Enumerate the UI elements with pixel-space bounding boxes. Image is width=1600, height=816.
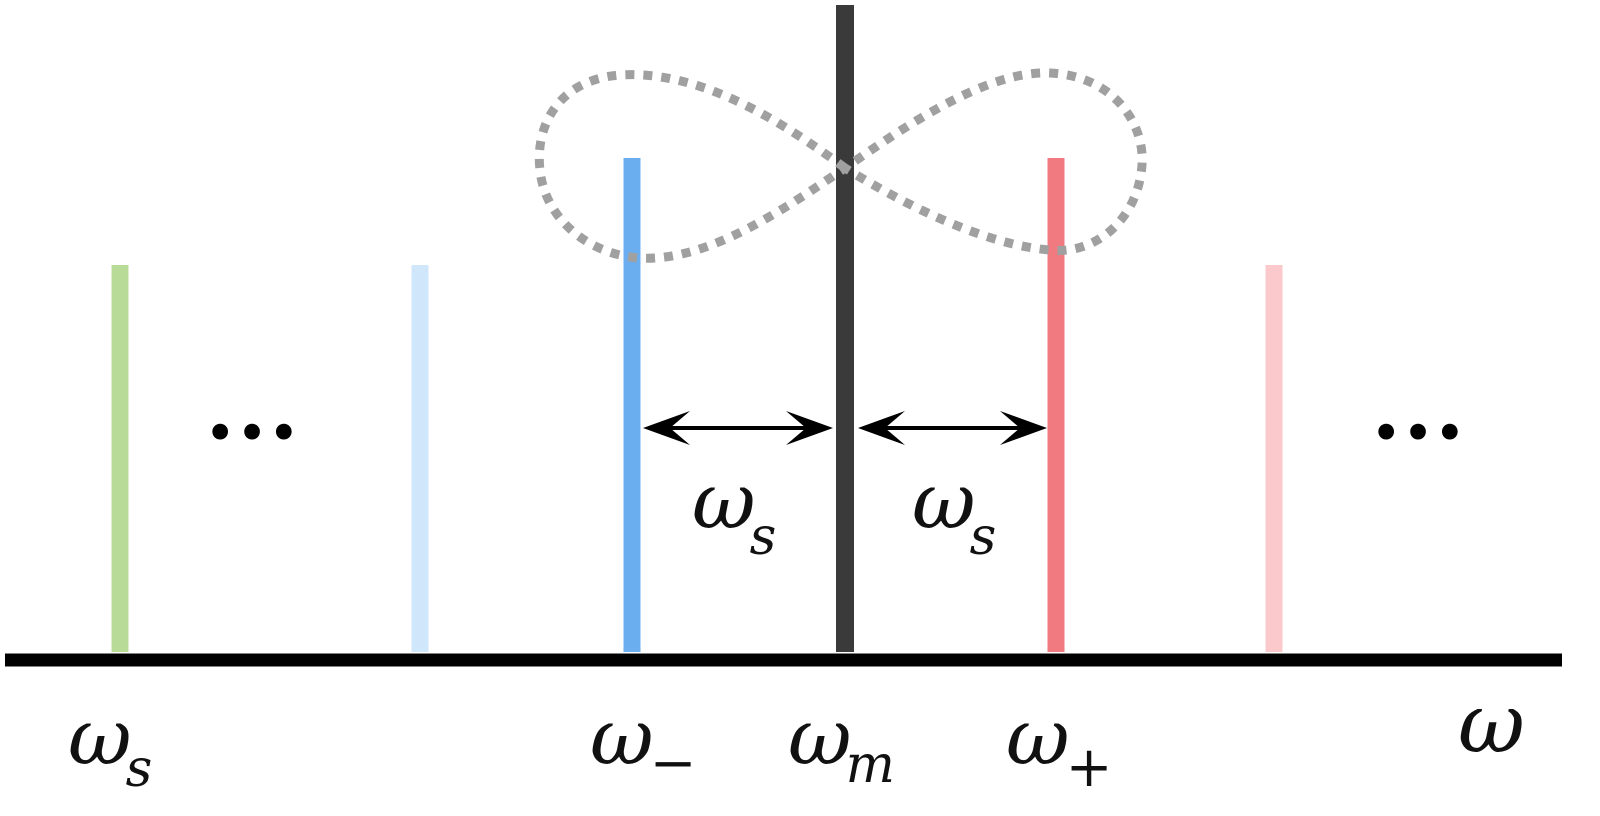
- right-ellipsis: •••: [1370, 402, 1466, 465]
- left-spacing-label-sub: s: [750, 507, 777, 567]
- omega-minus-base: ω: [590, 693, 654, 783]
- right-spacing-arrow: [858, 411, 1047, 445]
- omega-m-label: ωm: [788, 693, 895, 795]
- omega-plus-sub: +: [1066, 735, 1113, 800]
- figure-eight-loop: [534, 68, 1147, 263]
- omega-plus-label: ω+: [1006, 693, 1113, 800]
- right-spacing-label-sub: s: [970, 507, 997, 567]
- left-ellipsis: •••: [204, 402, 300, 465]
- omega-s-sub: s: [126, 739, 153, 799]
- left-spacing-arrow: [643, 411, 833, 445]
- left-spacing-label: ωs: [692, 457, 776, 567]
- omega-axis-label: ω: [1458, 677, 1525, 772]
- right-spacing-label: ωs: [912, 457, 996, 567]
- left-spacing-label-base: ω: [692, 457, 756, 547]
- omega-minus-sub: −: [650, 731, 697, 796]
- omega-m-base: ω: [788, 693, 852, 783]
- omega-m-sub: m: [846, 735, 895, 795]
- right-spacing-label-base: ω: [912, 457, 976, 547]
- omega-s-base: ω: [68, 693, 132, 783]
- omega-s-label: ωs: [68, 693, 152, 799]
- omega-plus-base: ω: [1006, 693, 1070, 783]
- omega-minus-label: ω−: [590, 693, 697, 796]
